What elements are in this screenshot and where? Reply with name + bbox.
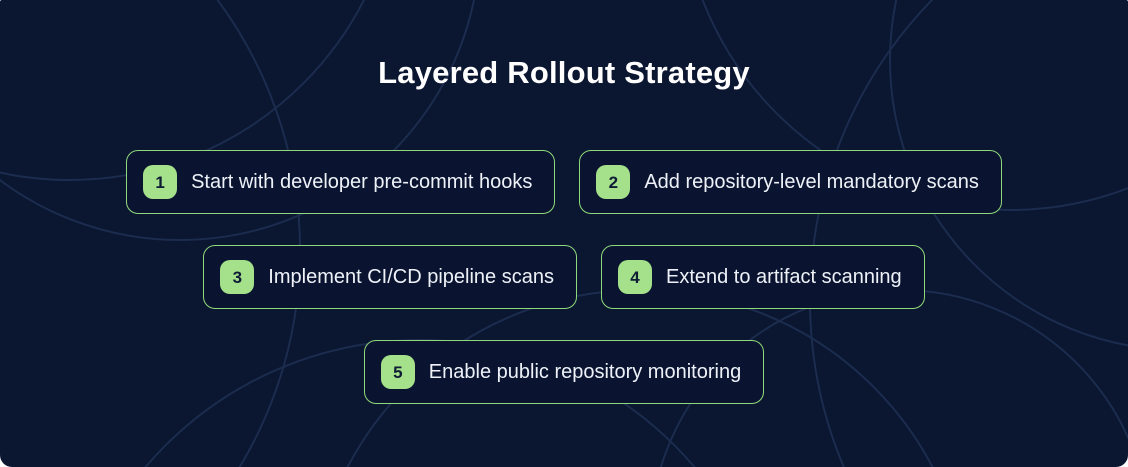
- step-label: Extend to artifact scanning: [665, 266, 902, 288]
- step-number-badge: 3: [220, 260, 255, 294]
- step-card-2[interactable]: 2 Add repository-level mandatory scans: [579, 150, 1002, 214]
- step-number-badge: 1: [143, 165, 178, 199]
- step-card-5[interactable]: 5 Enable public repository monitoring: [363, 340, 765, 404]
- steps-row-3: 5 Enable public repository monitoring: [0, 340, 1128, 404]
- step-number-badge: 4: [617, 260, 652, 294]
- steps-row-1: 1 Start with developer pre-commit hooks …: [0, 150, 1128, 214]
- step-card-3[interactable]: 3 Implement CI/CD pipeline scans: [203, 245, 577, 309]
- step-label: Add repository-level mandatory scans: [644, 171, 979, 193]
- step-card-1[interactable]: 1 Start with developer pre-commit hooks: [126, 150, 556, 214]
- page-title: Layered Rollout Strategy: [378, 55, 750, 90]
- step-number-badge: 2: [596, 165, 631, 199]
- steps-row-2: 3 Implement CI/CD pipeline scans 4 Exten…: [0, 245, 1128, 309]
- step-number-badge: 5: [380, 355, 415, 389]
- step-label: Implement CI/CD pipeline scans: [268, 266, 554, 288]
- step-card-4[interactable]: 4 Extend to artifact scanning: [600, 245, 925, 309]
- step-label: Start with developer pre-commit hooks: [191, 171, 533, 193]
- steps-container: 1 Start with developer pre-commit hooks …: [0, 150, 1128, 435]
- step-label: Enable public repository monitoring: [428, 361, 742, 383]
